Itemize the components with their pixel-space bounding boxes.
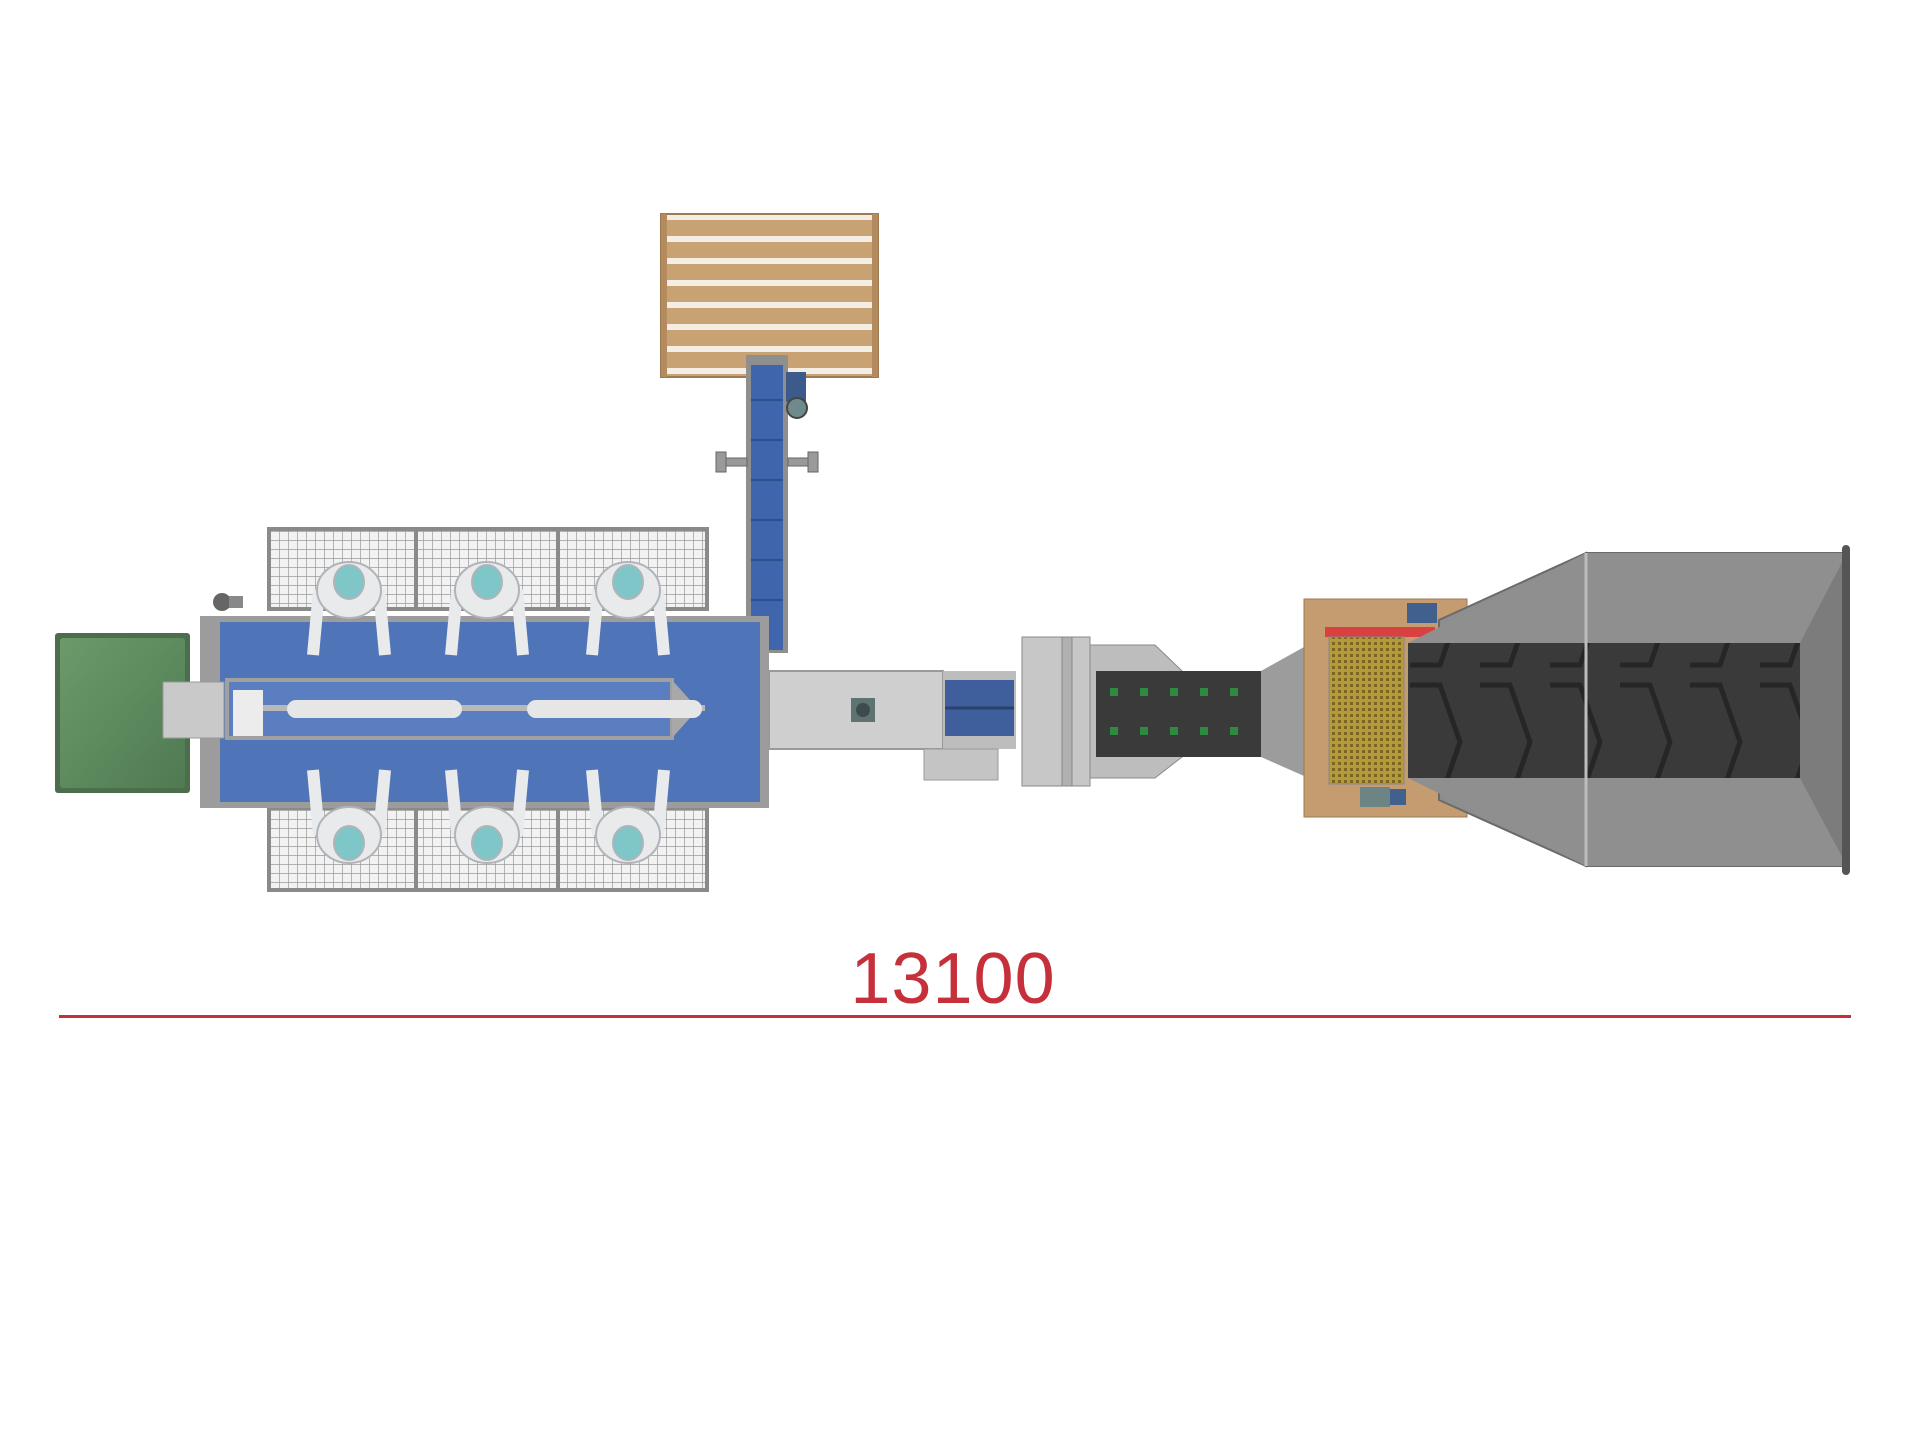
dimension-line: [59, 1015, 1851, 1018]
motor-icon: [786, 372, 808, 419]
worker-bottom-1: [307, 769, 391, 864]
worker-bottom-2: [445, 769, 529, 864]
motor-icon: [851, 698, 875, 722]
worker-top-2: [445, 561, 529, 656]
transfer-conveyor: [768, 670, 1016, 781]
worker-top-3: [586, 561, 670, 656]
receiving-hopper: [1408, 545, 1850, 875]
top-pallet: [660, 213, 879, 378]
sorting-table: [162, 593, 769, 808]
worker-bottom-3: [586, 769, 670, 864]
bracket: [715, 451, 819, 473]
incline-conveyor: [715, 355, 819, 653]
worker-top-1: [307, 561, 391, 656]
feeder-hopper: [1021, 636, 1304, 787]
workers: [307, 561, 670, 864]
collection-bin: [55, 633, 190, 793]
motor-icon: [1360, 603, 1437, 807]
motor-icon: [213, 593, 243, 611]
overall-length-dimension: 13100: [850, 939, 1056, 1019]
